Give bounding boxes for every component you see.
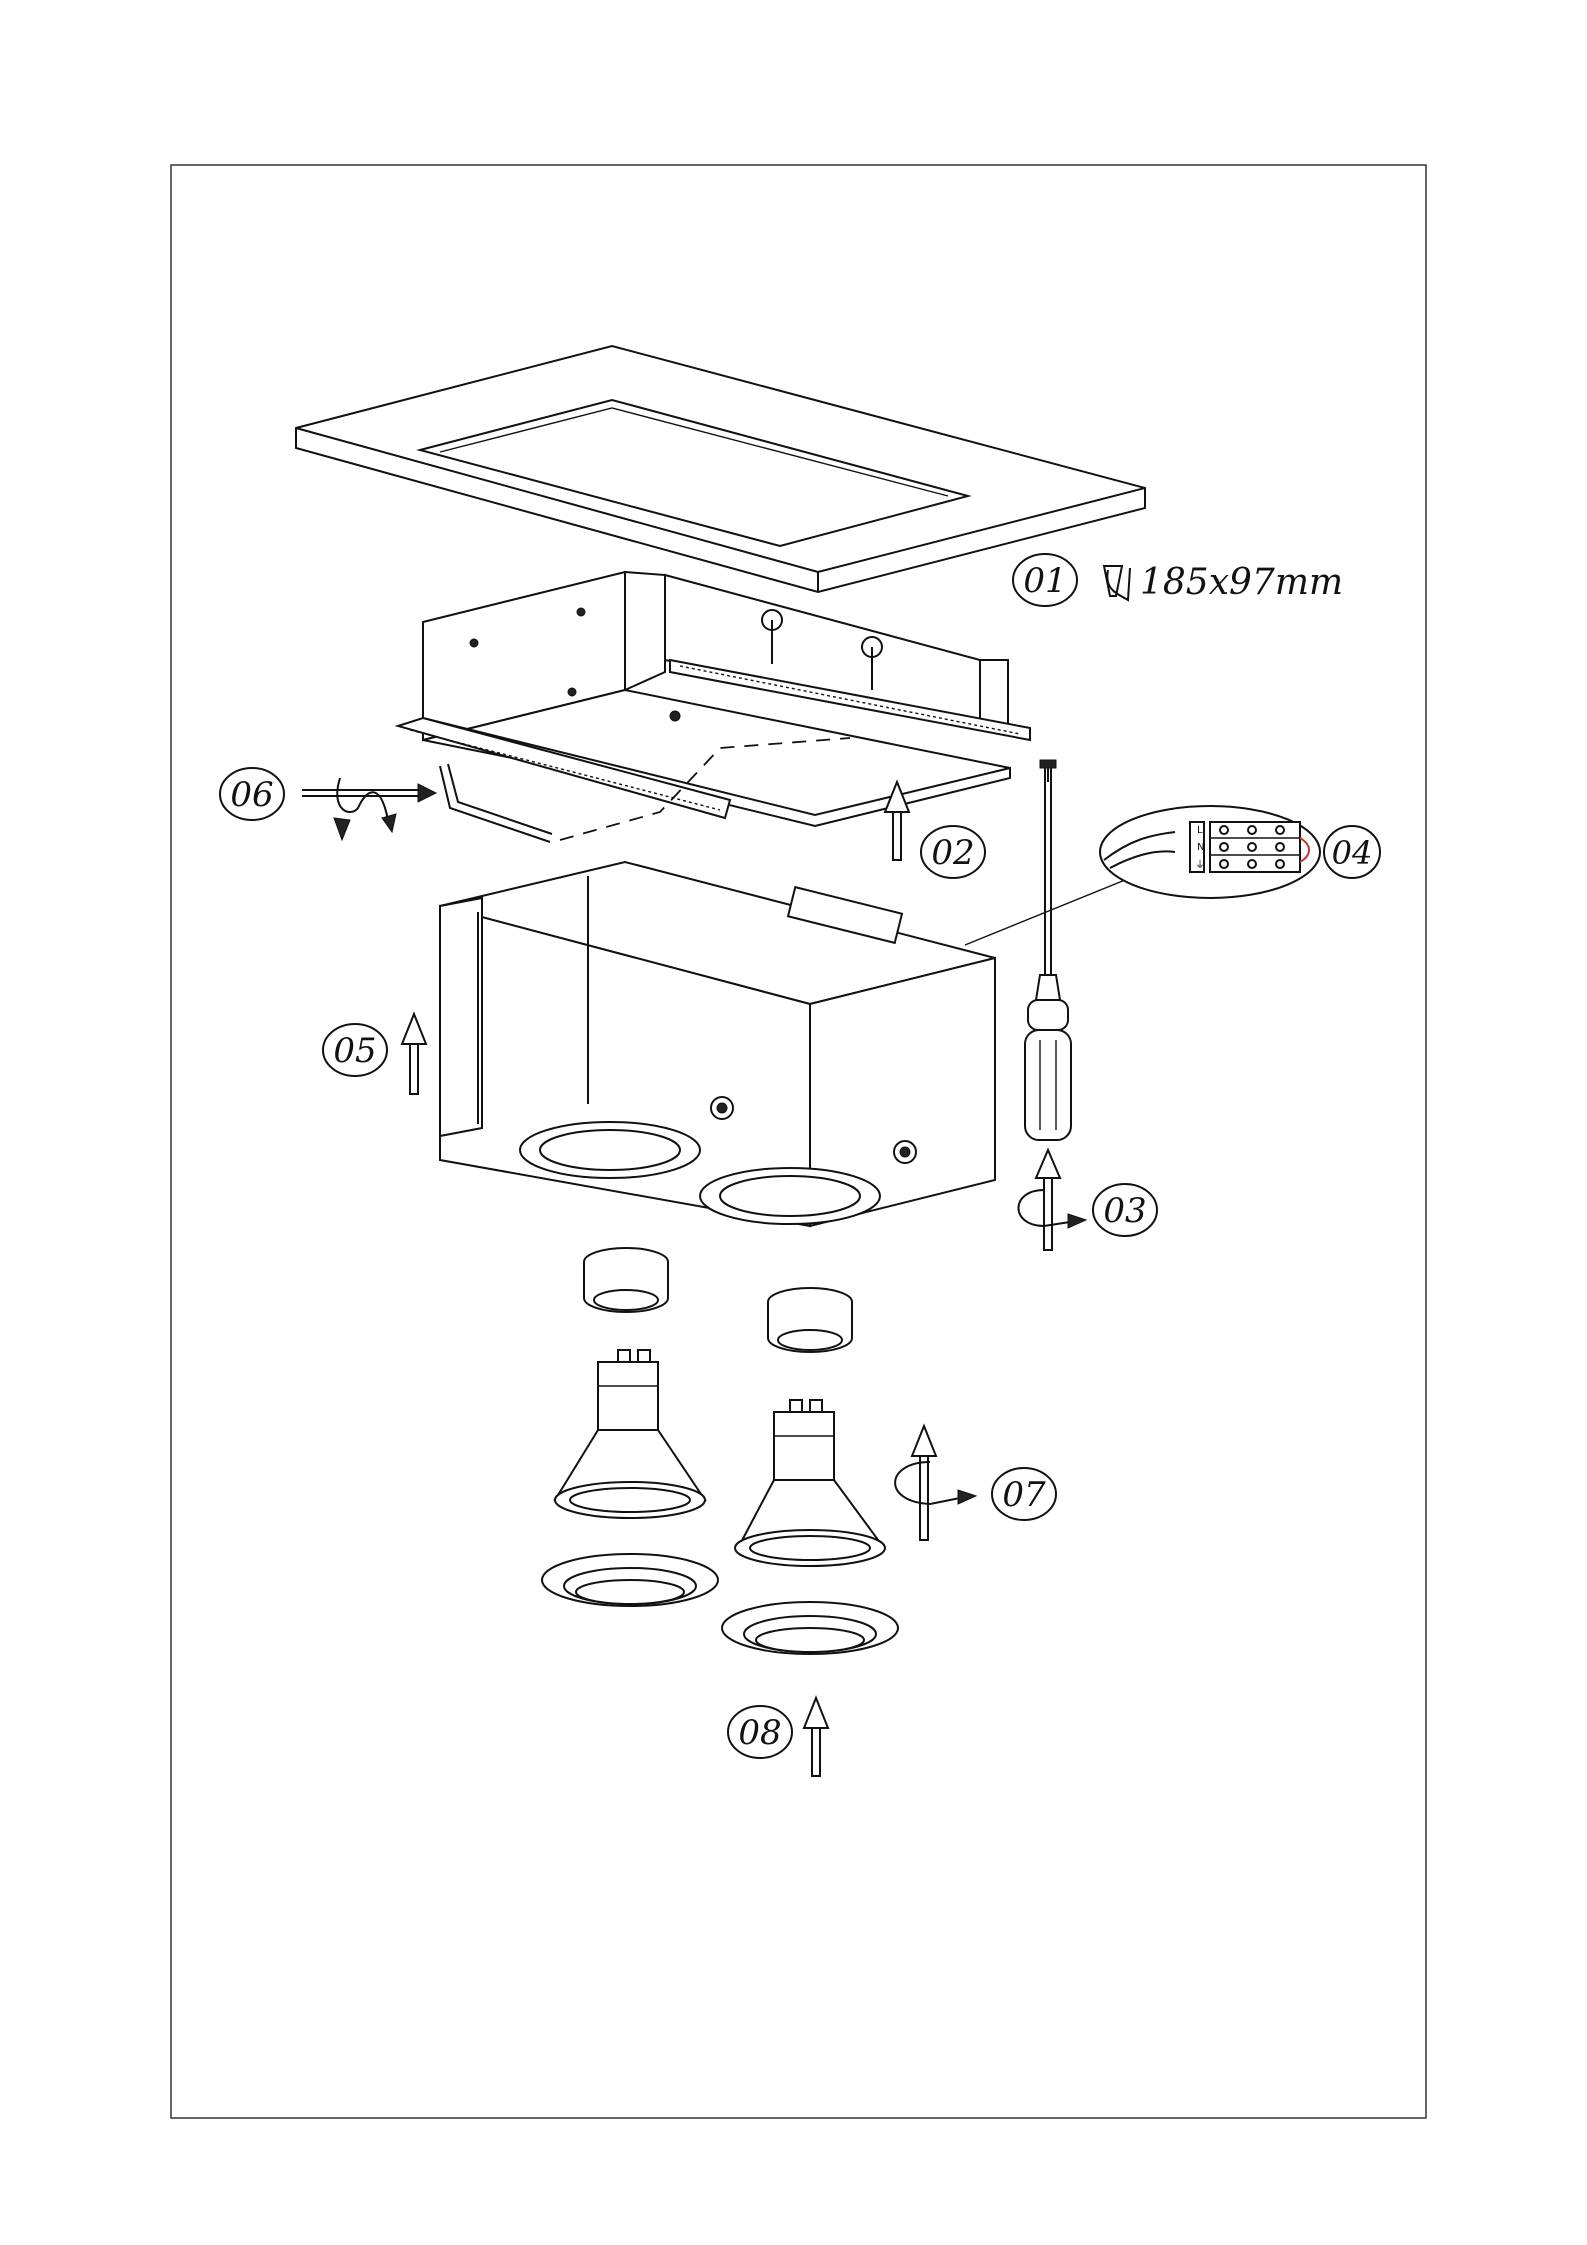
terminal-mark-n: N [1197,842,1204,853]
gu10-bulb-right [735,1400,885,1566]
step-label-01: 01 [1013,554,1077,606]
step-number-05: 05 [333,1031,376,1071]
step-number-03: 03 [1103,1191,1146,1231]
screwdriver [1025,760,1071,1140]
gu10-bulb-left [555,1350,705,1518]
arrow-up-03 [1019,1150,1087,1250]
step-label-07: 07 [992,1468,1056,1520]
rotation-arrow-06 [302,778,436,840]
trim-frame [296,346,1145,592]
step-label-02: 02 [921,826,985,878]
trim-ring-right [722,1602,898,1654]
step-label-05: 05 [323,1024,387,1076]
step-number-01: 01 [1023,561,1066,601]
step-label-06: 06 [220,768,284,820]
arrow-up-05 [402,1014,426,1094]
lamp-body [440,862,995,1226]
arrow-up-07 [895,1426,976,1540]
step-number-02: 02 [931,833,974,873]
cutout-size-label: 185x97mm [1140,562,1343,603]
arrow-up-08 [804,1698,828,1776]
step-label-08: 08 [728,1706,792,1758]
terminal-mark-l: L [1197,825,1203,836]
cutout-dimension: 185x97mm [1104,562,1343,603]
step-number-08: 08 [738,1713,781,1753]
trim-ring-left [542,1554,718,1606]
step-label-03: 03 [1093,1184,1157,1236]
step-number-07: 07 [1002,1475,1046,1515]
hex-key [440,764,552,842]
wiring-detail: L N ⏚ [1100,806,1320,898]
step-label-04: 04 [1324,826,1380,878]
step-number-06: 06 [230,775,273,815]
mounting-box [398,572,1030,840]
cutout-drill-icon [1104,566,1130,600]
reflector-cup-left [584,1248,668,1312]
step-number-04: 04 [1332,834,1373,872]
reflector-cup-right [768,1288,852,1352]
terminal-mark-earth: ⏚ [1195,859,1205,871]
